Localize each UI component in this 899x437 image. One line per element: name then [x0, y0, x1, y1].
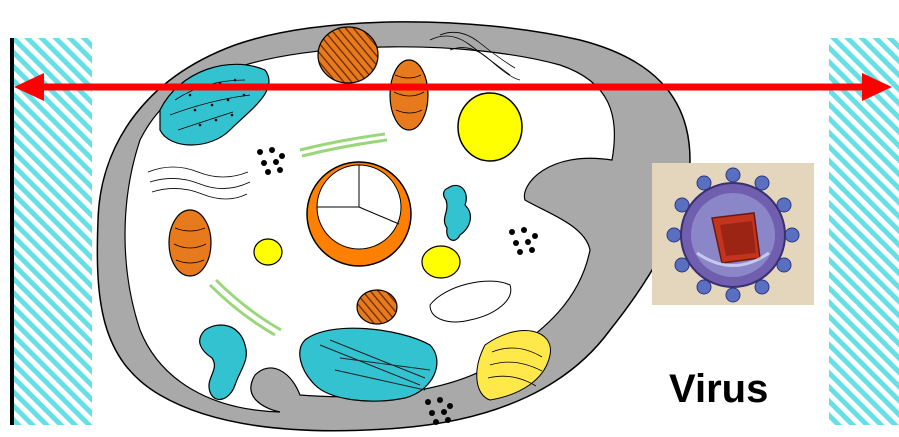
vacuole-right	[422, 246, 460, 278]
vacuole-left	[254, 239, 282, 265]
virus-label: Virus	[669, 364, 809, 414]
left-hatched-bar	[12, 38, 92, 425]
mitochondrion-top	[318, 27, 378, 83]
virus-icon	[652, 163, 814, 305]
mitochondrion-center	[357, 290, 397, 324]
virus-image	[652, 163, 814, 305]
nucleus	[307, 162, 411, 266]
vacuole-large	[458, 93, 522, 161]
mitochondrion-left	[169, 210, 211, 276]
mitochondrion-upper-right	[390, 60, 428, 130]
